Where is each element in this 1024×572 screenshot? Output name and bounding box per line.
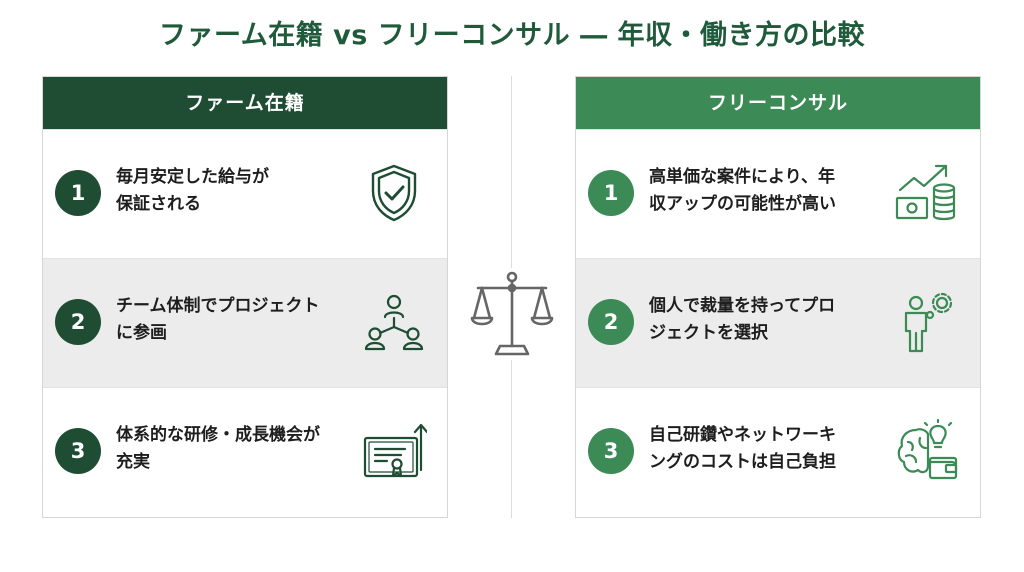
item-line: チーム体制でプロジェクト — [116, 296, 320, 316]
person-gear-icon — [894, 289, 960, 355]
firm-item-1: 1 毎月安定した給与が 保証される — [43, 129, 447, 258]
balance-scale-icon — [470, 268, 554, 360]
number-badge: 3 — [588, 428, 634, 474]
freelance-item-3: 3 自己研鑽やネットワーキ ングのコストは自己負担 — [576, 387, 980, 516]
item-text: 自己研鑽やネットワーキ ングのコストは自己負担 — [649, 422, 889, 476]
item-line: 毎月安定した給与が — [116, 167, 269, 187]
team-hierarchy-icon — [361, 289, 427, 355]
brain-wallet-icon — [894, 418, 960, 484]
number-badge: 3 — [55, 428, 101, 474]
item-text: 個人で裁量を持ってプロ ジェクトを選択 — [649, 293, 889, 347]
item-line: に参画 — [116, 323, 167, 343]
item-line: 保証される — [116, 194, 201, 214]
number-badge: 2 — [55, 299, 101, 345]
page-title: ファーム在籍 vs フリーコンサル ― 年収・働き方の比較 — [159, 20, 865, 51]
freelance-header: フリーコンサル — [576, 77, 980, 129]
item-line: 高単価な案件により、年 — [649, 167, 835, 187]
item-line: ジェクトを選択 — [649, 323, 768, 343]
freelance-column: フリーコンサル 1 高単価な案件により、年 収アップの可能性が高い 2 個人で裁… — [575, 76, 981, 518]
item-line: 充実 — [116, 452, 150, 472]
firm-item-2: 2 チーム体制でプロジェクト に参画 — [43, 258, 447, 387]
item-line: 体系的な研修・成長機会が — [116, 425, 320, 445]
item-text: 体系的な研修・成長機会が 充実 — [116, 422, 356, 476]
firm-header: ファーム在籍 — [43, 77, 447, 129]
firm-item-3: 3 体系的な研修・成長機会が 充実 — [43, 387, 447, 516]
freelance-item-2: 2 個人で裁量を持ってプロ ジェクトを選択 — [576, 258, 980, 387]
item-line: 自己研鑽やネットワーキ — [649, 425, 836, 445]
money-growth-icon — [894, 160, 960, 226]
item-text: 毎月安定した給与が 保証される — [116, 164, 356, 218]
number-badge: 1 — [588, 170, 634, 216]
number-badge: 2 — [588, 299, 634, 345]
item-text: チーム体制でプロジェクト に参画 — [116, 293, 356, 347]
number-badge: 1 — [55, 170, 101, 216]
item-line: 収アップの可能性が高い — [649, 194, 836, 214]
shield-check-icon — [361, 160, 427, 226]
firm-column: ファーム在籍 1 毎月安定した給与が 保証される 2 チーム体制でプロジェクト … — [42, 76, 448, 518]
item-text: 高単価な案件により、年 収アップの可能性が高い — [649, 164, 889, 218]
item-line: ングのコストは自己負担 — [649, 452, 836, 472]
freelance-item-1: 1 高単価な案件により、年 収アップの可能性が高い — [576, 129, 980, 258]
certificate-growth-icon — [361, 418, 427, 484]
item-line: 個人で裁量を持ってプロ — [649, 296, 836, 316]
